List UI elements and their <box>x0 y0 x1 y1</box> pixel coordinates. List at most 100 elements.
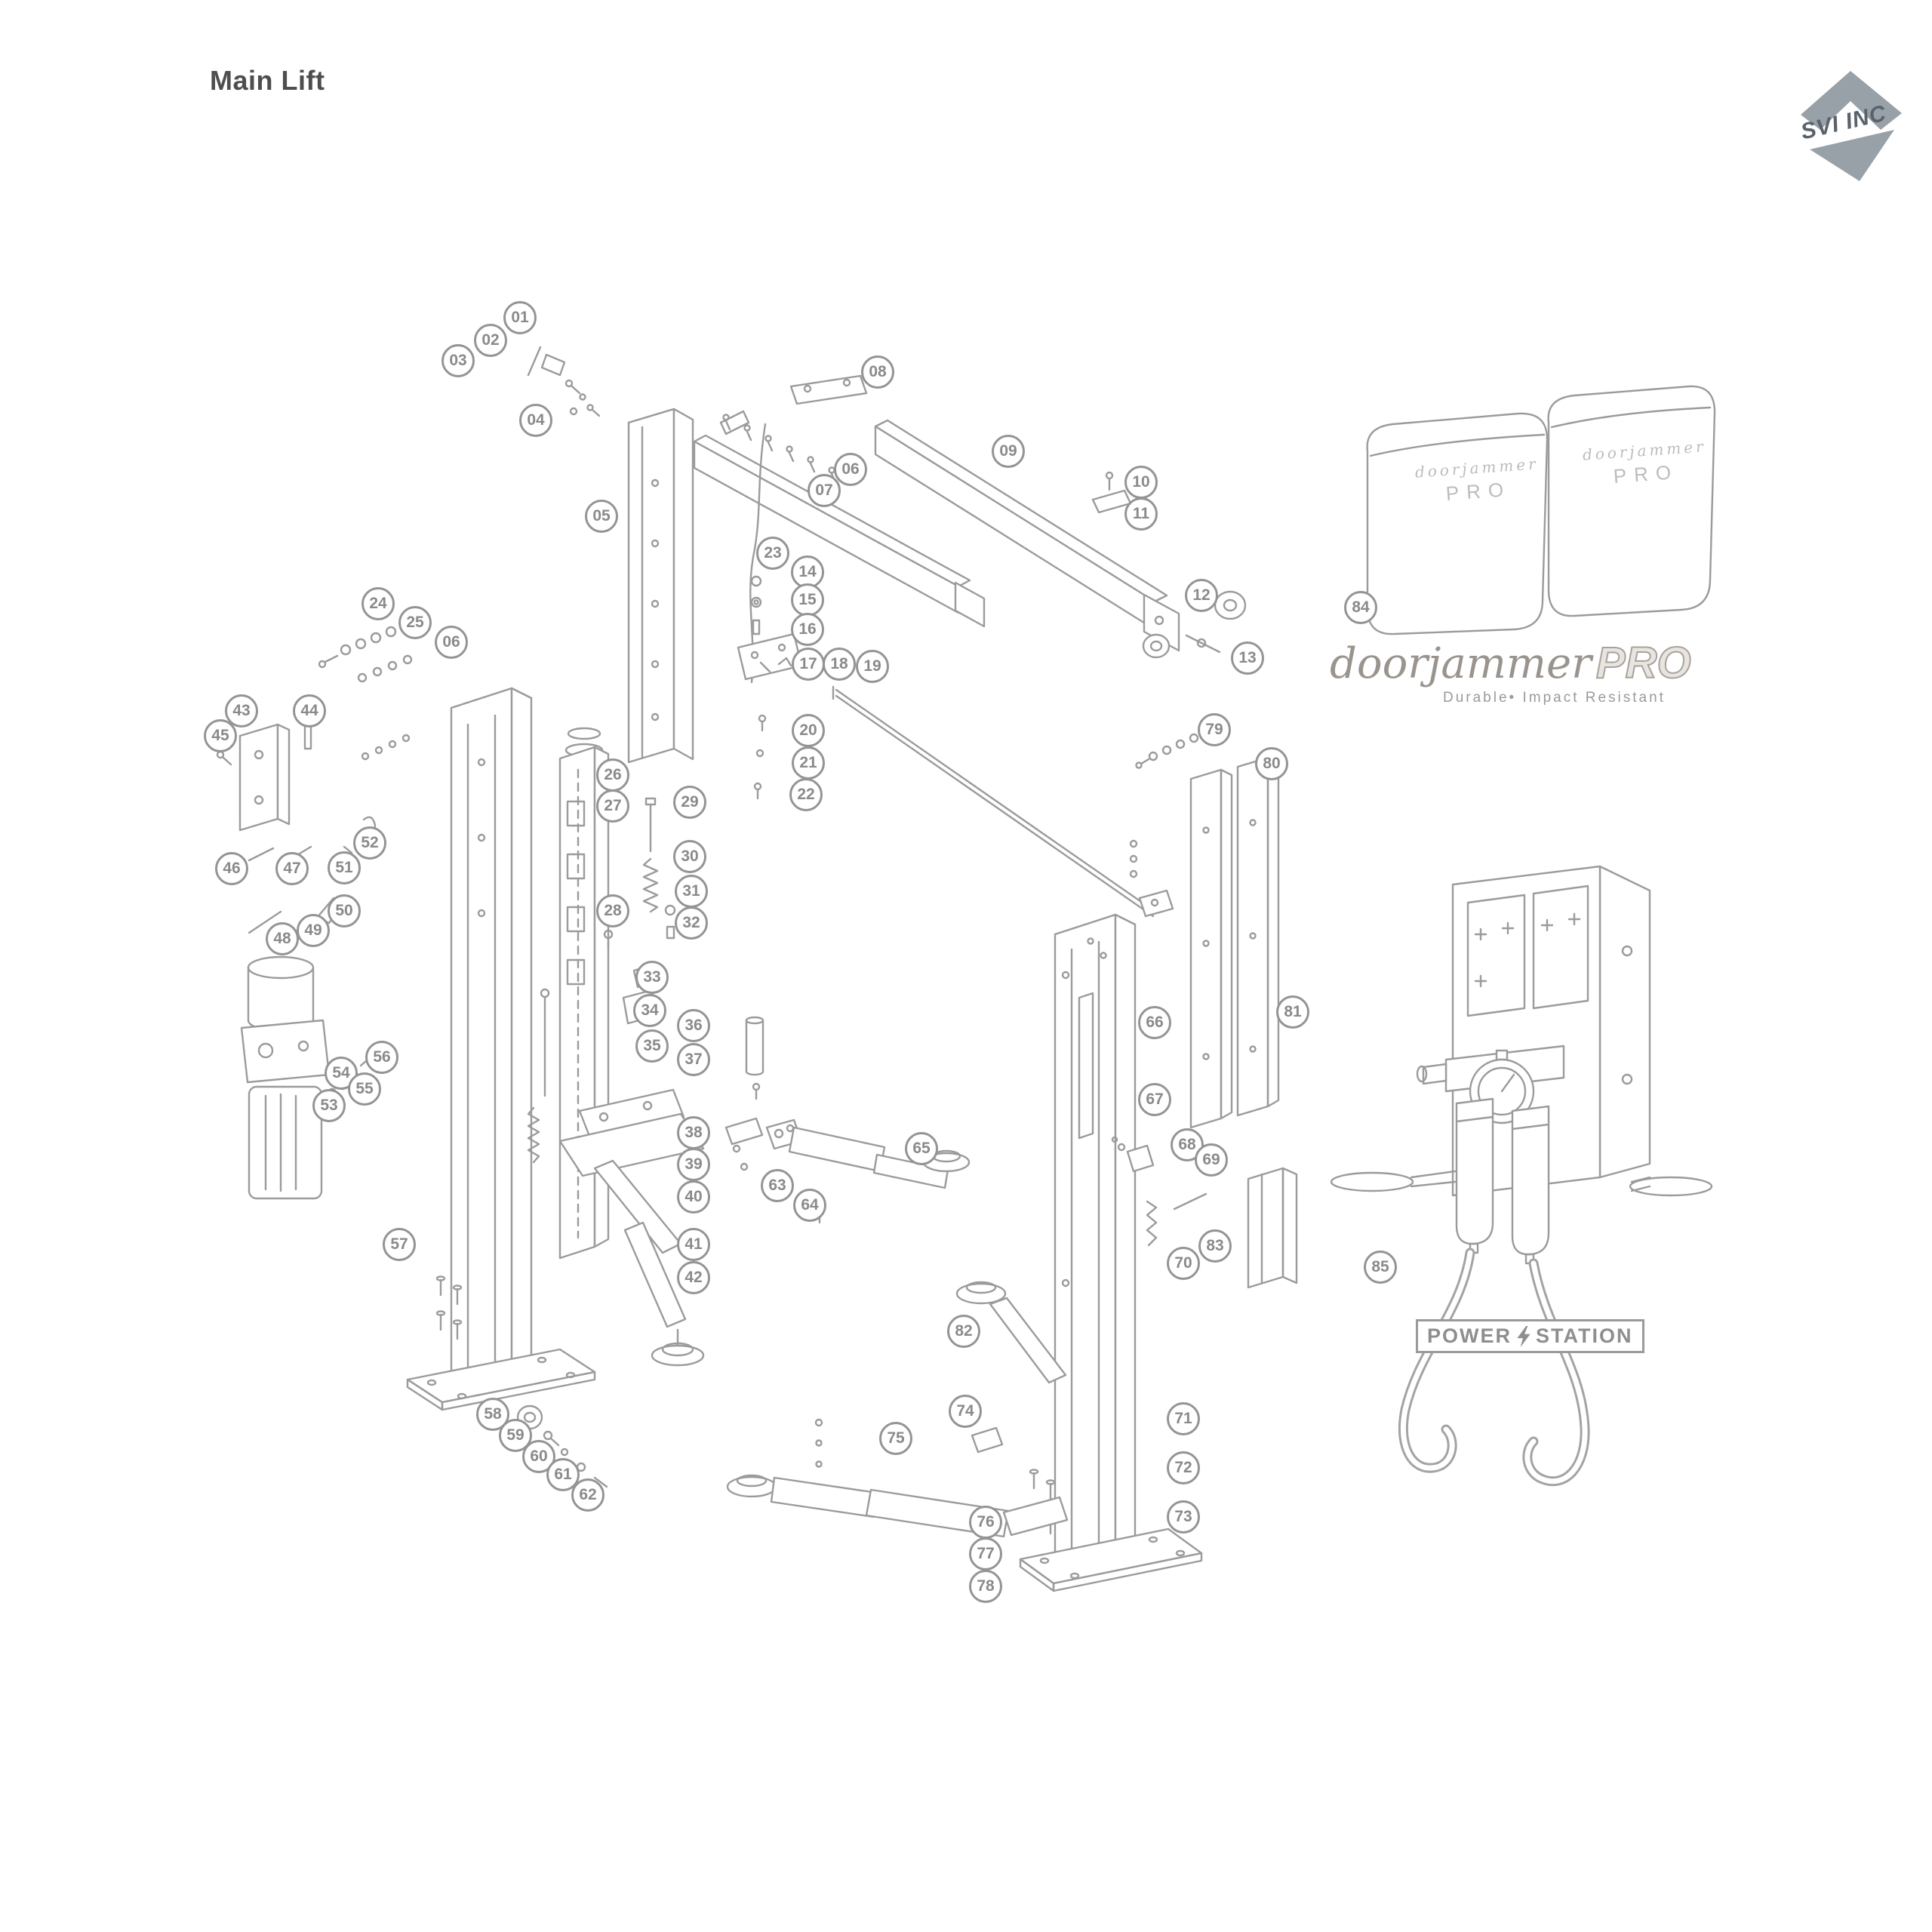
callout-29: 29 <box>673 786 706 819</box>
callout-63: 63 <box>761 1169 794 1202</box>
callout-77: 77 <box>969 1537 1002 1571</box>
callout-27: 27 <box>596 789 629 823</box>
callout-35: 35 <box>635 1029 669 1063</box>
callout-07: 07 <box>808 474 841 507</box>
callout-47: 47 <box>275 852 309 885</box>
callout-42: 42 <box>677 1261 710 1294</box>
power-unit <box>240 955 378 1200</box>
callout-05: 05 <box>585 500 618 533</box>
callout-48: 48 <box>266 922 299 955</box>
callout-23: 23 <box>756 537 789 570</box>
safety-cable <box>749 423 767 684</box>
top-left-hardware <box>527 346 601 417</box>
callout-65: 65 <box>905 1132 938 1165</box>
doorjammer-panel-label-rear: doorjammer PRO <box>1576 437 1715 491</box>
callout-22: 22 <box>789 778 823 811</box>
left-post <box>406 687 596 1411</box>
right-post <box>1019 913 1203 1592</box>
beam-hardware-row <box>722 414 837 484</box>
callout-46: 46 <box>215 852 248 885</box>
right-post-hardware <box>1111 839 1298 1289</box>
callout-39: 39 <box>677 1148 710 1181</box>
callout-49: 49 <box>297 914 330 947</box>
callout-57: 57 <box>383 1228 416 1261</box>
callout-15: 15 <box>791 583 824 617</box>
callout-01: 01 <box>503 301 537 334</box>
callout-34: 34 <box>633 994 666 1027</box>
callout-09: 09 <box>992 435 1025 468</box>
callout-26: 26 <box>596 758 629 792</box>
callout-12: 12 <box>1185 579 1218 612</box>
callout-25: 25 <box>398 606 432 639</box>
callout-03: 03 <box>441 344 475 377</box>
upper-column-section <box>627 408 694 764</box>
lightning-bolt-icon <box>1517 1325 1531 1347</box>
doorjammer-panels <box>1366 385 1716 635</box>
doorjammer-script-text: doorjammer <box>1330 639 1592 688</box>
callout-41: 41 <box>677 1228 710 1261</box>
callout-70: 70 <box>1167 1247 1200 1280</box>
callout-52: 52 <box>353 826 386 860</box>
callout-11: 11 <box>1124 497 1158 531</box>
svi-logo-shape <box>1801 71 1902 181</box>
equalizer-rod <box>832 685 1174 918</box>
callout-69: 69 <box>1195 1143 1228 1177</box>
callout-44: 44 <box>293 694 326 728</box>
callout-08: 08 <box>861 355 894 389</box>
power-station-label: POWER STATION <box>1416 1319 1644 1353</box>
callout-13: 13 <box>1231 641 1264 675</box>
callout-20: 20 <box>792 714 825 747</box>
callout-14: 14 <box>791 555 824 589</box>
callout-84: 84 <box>1344 591 1377 624</box>
callout-78: 78 <box>969 1570 1002 1603</box>
callout-10: 10 <box>1124 466 1158 499</box>
callout-81: 81 <box>1276 995 1309 1029</box>
callout-37: 37 <box>677 1043 710 1076</box>
callout-50: 50 <box>328 894 361 928</box>
callout-06: 06 <box>435 626 468 659</box>
callout-33: 33 <box>635 961 669 994</box>
callout-18: 18 <box>823 648 856 681</box>
callout-28: 28 <box>596 894 629 928</box>
callout-55: 55 <box>348 1072 381 1106</box>
callout-79: 79 <box>1198 713 1231 746</box>
callout-53: 53 <box>312 1089 346 1122</box>
callout-71: 71 <box>1167 1402 1200 1435</box>
doorjammer-pro-text: PRO <box>1595 638 1692 688</box>
power-text: POWER <box>1427 1324 1512 1347</box>
callout-19: 19 <box>856 650 889 683</box>
doorjammer-panel-label-front: doorjammer PRO <box>1408 454 1547 508</box>
callout-21: 21 <box>792 746 825 780</box>
callout-06: 06 <box>834 453 867 486</box>
svi-logo: SVI INC <box>1781 60 1917 189</box>
carriage-arms <box>558 1088 764 1367</box>
callout-73: 73 <box>1167 1500 1200 1534</box>
callout-74: 74 <box>949 1395 982 1428</box>
callout-82: 82 <box>947 1315 980 1348</box>
callout-51: 51 <box>328 851 361 884</box>
callout-80: 80 <box>1255 747 1288 780</box>
callout-36: 36 <box>677 1009 710 1042</box>
callout-45: 45 <box>204 719 237 752</box>
cable-pulleys <box>1091 471 1247 659</box>
swing-arm-rear-upper <box>955 1281 1067 1384</box>
station-text: STATION <box>1536 1324 1633 1347</box>
callout-56: 56 <box>365 1041 398 1074</box>
callout-67: 67 <box>1138 1083 1171 1116</box>
swing-arm-front <box>765 1118 971 1224</box>
callout-30: 30 <box>673 840 706 873</box>
callout-83: 83 <box>1198 1229 1232 1263</box>
callout-66: 66 <box>1138 1006 1171 1039</box>
callout-85: 85 <box>1364 1251 1397 1284</box>
callout-02: 02 <box>474 324 507 357</box>
callout-75: 75 <box>879 1422 912 1455</box>
callout-16: 16 <box>791 613 824 646</box>
overhead-beams <box>693 374 1180 652</box>
callout-54: 54 <box>325 1057 358 1090</box>
callout-24: 24 <box>361 587 395 620</box>
callout-32: 32 <box>675 906 708 940</box>
callout-72: 72 <box>1167 1451 1200 1484</box>
